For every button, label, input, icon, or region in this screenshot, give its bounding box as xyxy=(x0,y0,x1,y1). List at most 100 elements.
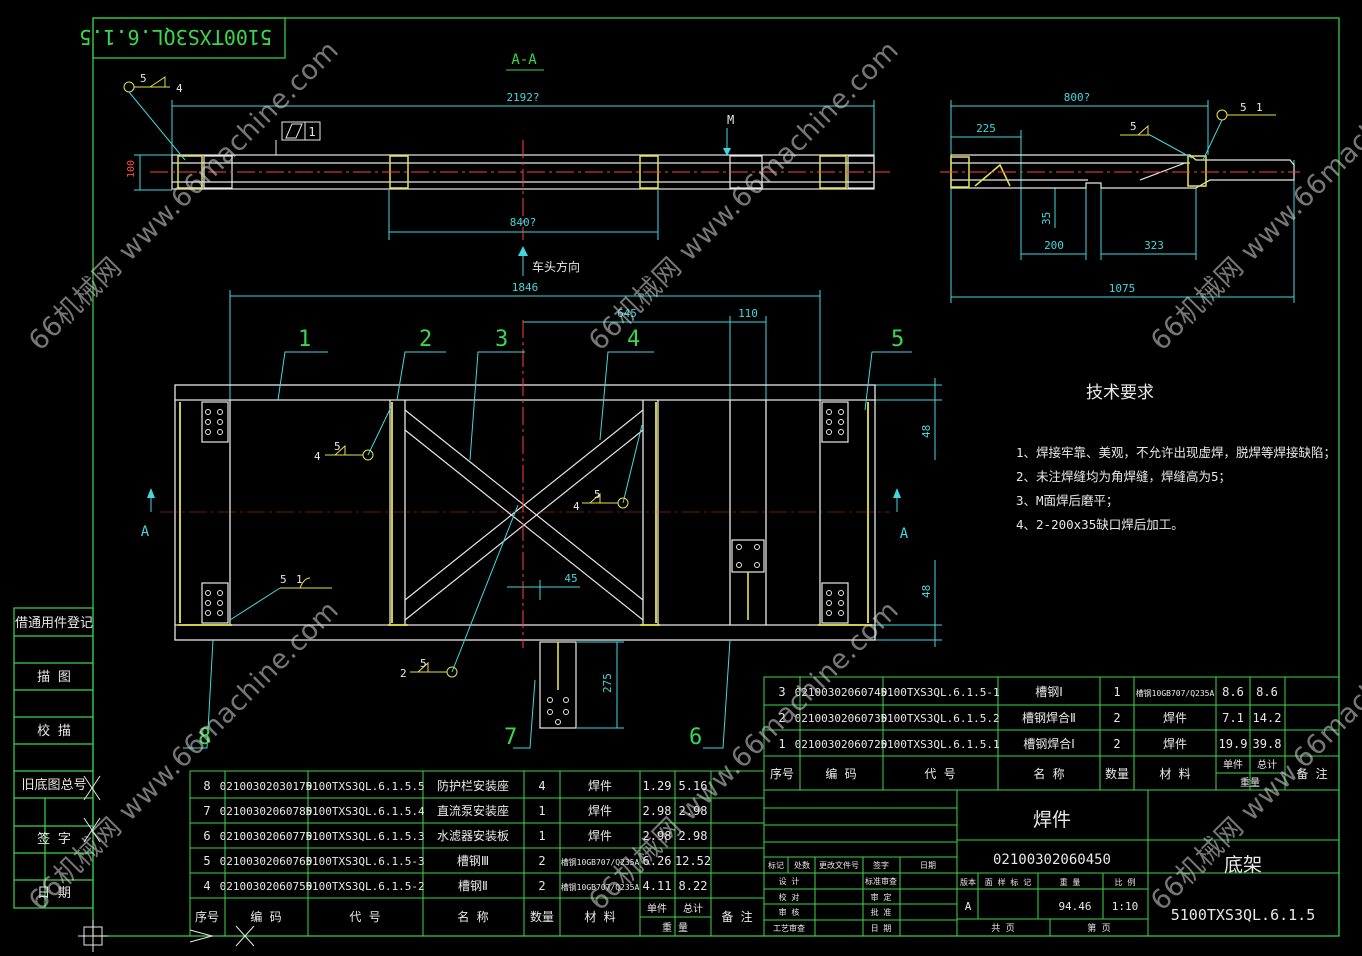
bom-header: 总计 xyxy=(683,902,703,915)
bom-cell: 槽钢焊合Ⅰ xyxy=(1023,736,1075,751)
bom-cell: 14.2 xyxy=(1253,711,1282,725)
weld-label: 2 xyxy=(400,667,407,680)
weld-label: 1 xyxy=(296,573,303,586)
weight-value: 94.46 xyxy=(1058,900,1091,913)
bom-header: 序号 xyxy=(770,766,794,781)
bom-header: 编 码 xyxy=(250,909,281,924)
stage-value: A xyxy=(965,900,972,913)
margin-label: 借通用件登记 xyxy=(15,616,93,631)
bom-cell: 2 xyxy=(538,879,545,893)
bom-header: 重 量 xyxy=(662,921,688,934)
bom-cell: 焊件 xyxy=(1163,710,1187,725)
weld-label: 4 xyxy=(573,500,580,513)
total-sheets: 共 页 xyxy=(991,923,1014,934)
bom-cell: 2 xyxy=(1113,711,1120,725)
bom-cell: 02100302030170 xyxy=(220,780,313,793)
balloon-8: 8 xyxy=(198,725,211,750)
margin-label: 旧底图总号 xyxy=(21,777,86,793)
bom-cell: 焊件 xyxy=(588,778,612,793)
weld-label: 5 xyxy=(420,657,427,670)
tech-item: 3、M面焊后磨平； xyxy=(1016,493,1119,508)
side-height-dim: 100 xyxy=(126,160,137,178)
part-balloons: 1 2 3 4 5 6 7 8 xyxy=(198,327,904,750)
bom-cell: 5.16 xyxy=(679,779,708,793)
bom-header: 名 称 xyxy=(457,909,488,924)
bom-cell: 8.6 xyxy=(1222,685,1244,699)
stage-header: 版本 xyxy=(960,877,976,887)
bom-header: 单件 xyxy=(1223,759,1243,771)
plan-dim-110: 110 xyxy=(738,307,758,320)
sign-row-2: 审 定 xyxy=(871,892,892,902)
bom-cell: 5100TXS3QL.6.1.5.3 xyxy=(305,830,424,843)
balloon-6: 6 xyxy=(689,725,702,750)
bom-cell: 槽钢Ⅲ xyxy=(457,854,489,868)
side-dim-total: 2192? xyxy=(506,91,539,104)
bom-cell: 2.98 xyxy=(679,804,708,818)
cursor-cross-icon xyxy=(78,775,255,952)
bom-cell: 6.26 xyxy=(643,854,672,868)
weld-label: 4 xyxy=(314,450,321,463)
bom-cell: 焊件 xyxy=(1163,736,1187,751)
bom-cell: 2.98 xyxy=(643,829,672,843)
plan-dim-48-bottom: 48 xyxy=(920,585,933,598)
margin-label: 日 期 xyxy=(37,886,71,901)
bom-cell: 02100302060750 xyxy=(220,880,313,893)
bom-header: 代 号 xyxy=(349,910,380,924)
bom-cell: 8.22 xyxy=(679,879,708,893)
bom-cell: 1.29 xyxy=(643,779,672,793)
end-dim-total: 800? xyxy=(1064,91,1091,104)
weld-label: 5 xyxy=(594,488,601,501)
bom-cell: 槽钢10GB707/Q235A xyxy=(1136,688,1215,698)
stage-header: 比 例 xyxy=(1115,877,1136,887)
bom-cell: 4.11 xyxy=(643,879,672,893)
bom-cell: 5100TXS3QL.6.1.5.2 xyxy=(880,712,999,725)
bom-cell: 5100TXS3QL.6.1.5.4 xyxy=(305,805,425,818)
stage-header: 重 量 xyxy=(1060,877,1081,887)
balloon-1: 1 xyxy=(298,327,311,352)
bom-header: 备 注 xyxy=(721,909,752,924)
end-weld-b: 5 xyxy=(1240,101,1247,114)
bom-cell: 3 xyxy=(778,685,785,699)
section-mark-right: A xyxy=(900,526,909,542)
title-code: 02100302060450 xyxy=(993,852,1111,868)
tech-requirements: 技术要求 1、焊接牢靠、美观，不允许出现虚焊，脱焊等焊接缺陷； 2、未注焊缝均为… xyxy=(1016,383,1336,532)
bom-cell: 直流泵安装座 xyxy=(437,803,509,818)
title-name: 底架 xyxy=(1224,854,1262,876)
stage-header: 面 样 标 记 xyxy=(985,877,1031,887)
scale-value: 1:10 xyxy=(1112,900,1139,913)
bom-cell: 8 xyxy=(203,779,210,793)
bom-cell: 7.1 xyxy=(1222,711,1244,725)
bom-cell: 槽钢10GB707/Q235A xyxy=(561,882,640,892)
plan-dim-48-top: 48 xyxy=(920,425,933,438)
bom-cell: 5100TXS3QL.6.1.5-2 xyxy=(305,880,424,893)
bom-cell: 02100302060720 xyxy=(795,738,888,751)
tech-item: 4、2-200x35缺口焊后加工。 xyxy=(1016,517,1184,532)
bom-right-grid xyxy=(763,676,1340,791)
bom-cell: 4 xyxy=(203,879,210,893)
rev-header: 标记 xyxy=(768,860,784,870)
balloon-5: 5 xyxy=(891,327,904,352)
bom-cell: 5 xyxy=(203,854,210,868)
bom-right-text: 3 02100302060740 5100TXS3QL.6.1.5-1 槽钢Ⅰ … xyxy=(770,685,1328,789)
plan-dim-645: 645 xyxy=(617,307,637,320)
bom-header: 单件 xyxy=(647,903,667,915)
bom-cell: 2.98 xyxy=(643,804,672,818)
bom-cell: 1 xyxy=(1113,685,1120,699)
bom-cell: 39.8 xyxy=(1253,737,1282,751)
title-material: 焊件 xyxy=(1033,809,1071,831)
side-weld-a: 5 xyxy=(140,72,147,85)
bom-header: 代 号 xyxy=(924,767,955,781)
rev-header: 处数 xyxy=(794,860,810,870)
bom-header: 材 料 xyxy=(1159,767,1190,781)
sign-row: 审 核 xyxy=(779,907,800,917)
bom-cell: 5100TXS3QL.6.1.5.1 xyxy=(880,738,999,751)
bom-cell: 02100302060730 xyxy=(795,712,888,725)
left-margin-labels: 借通用件登记 描 图 校 描 旧底图总号 签 字 日 期 xyxy=(15,616,93,901)
flatness-value: 1 xyxy=(308,125,315,139)
rev-header: 更改文件号 xyxy=(819,860,859,870)
bom-header: 重量 xyxy=(1240,776,1260,789)
bom-cell: 槽钢Ⅰ xyxy=(1035,685,1063,699)
bom-header: 总计 xyxy=(1257,758,1277,771)
section-mark-left: A xyxy=(141,524,150,540)
